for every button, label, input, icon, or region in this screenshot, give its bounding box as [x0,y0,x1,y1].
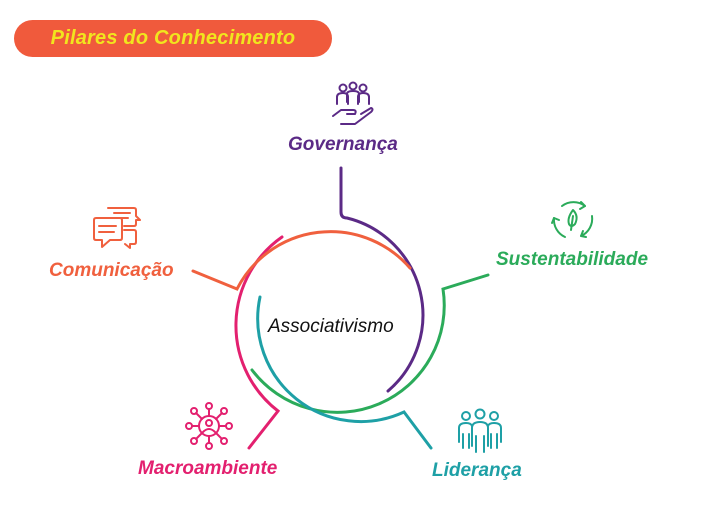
label-lideranca: Liderança [432,460,522,481]
center-label: Associativismo [268,316,394,337]
network-person-icon [185,402,233,450]
label-macroambiente: Macroambiente [138,458,278,479]
connector-lideranca [256,295,433,450]
chat-bubbles-icon [93,207,141,249]
connector-sustentabilidade [250,273,490,414]
hand-holding-people-icon [332,81,374,125]
label-sustentabilidade: Sustentabilidade [496,249,649,270]
connector-macroambiente [234,235,284,450]
page-title: Pilares do Conhecimento [50,27,296,49]
connector-governanca [339,166,425,393]
recycle-icon [551,201,594,238]
label-governanca: Governança [288,134,398,155]
connector-comunicacao [191,230,412,291]
label-comunicacao: Comunicação [49,260,174,281]
title-banner: Pilares do Conhecimento [14,20,332,57]
team-icon [458,408,502,453]
